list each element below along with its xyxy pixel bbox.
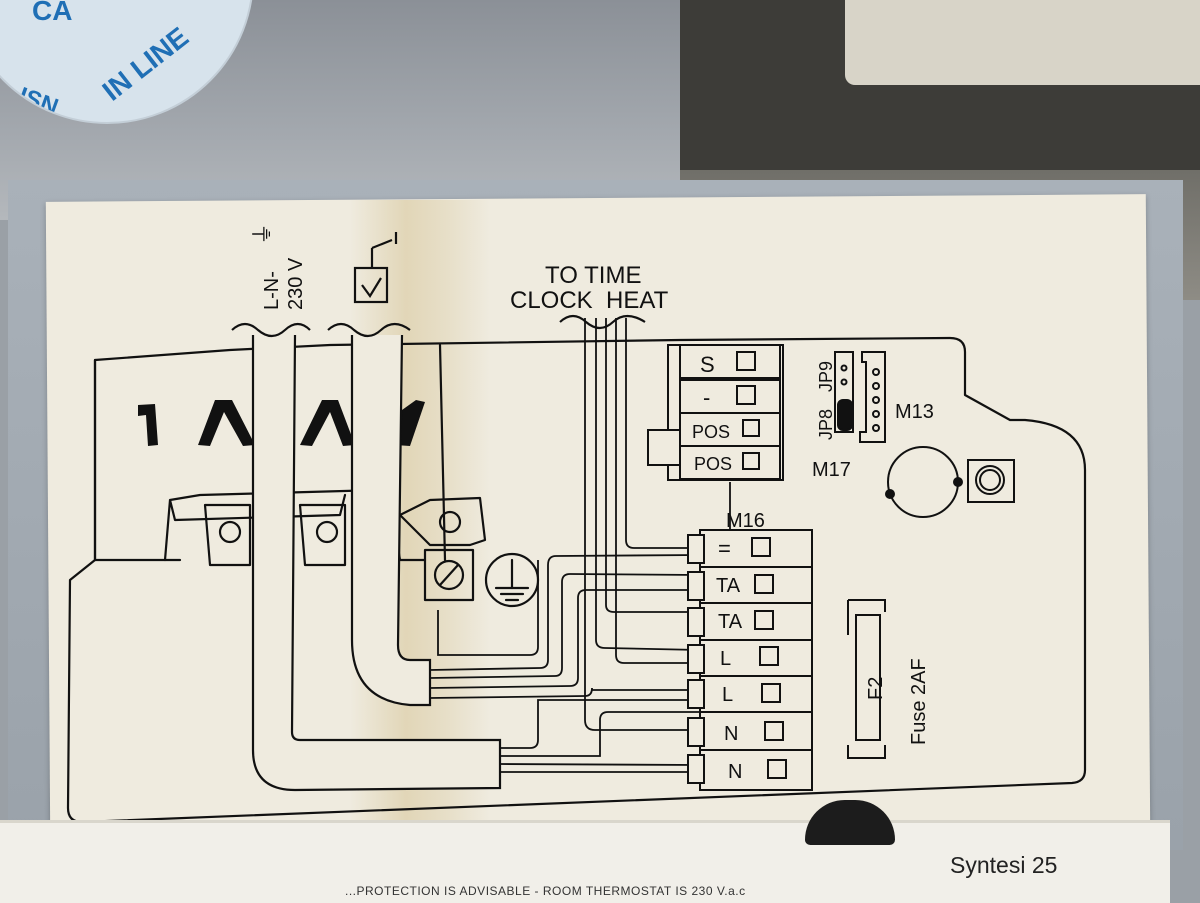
terminal-block-m16: M16 = TA TA L L N N <box>716 510 765 783</box>
terminal-ta-2: TA <box>718 611 743 633</box>
bottom-label <box>0 820 1170 903</box>
model-name: Syntesi 25 <box>950 852 1058 878</box>
earth-mark-icon: ⏚ <box>251 223 276 245</box>
terminal-block-top: S - POS POS <box>692 352 732 474</box>
jumper-jp8-cap <box>837 399 853 431</box>
terminal-l-2: L <box>722 684 733 706</box>
cable-clip-3 <box>300 400 355 446</box>
fuse-holder <box>847 599 886 759</box>
white-bracket <box>845 0 1200 85</box>
terminal-dash: - <box>703 385 710 410</box>
terminal-n-2: N <box>728 761 742 783</box>
terminal-eq: = <box>718 536 731 561</box>
cable-clip-4 <box>395 400 425 446</box>
terminal-pos-2: POS <box>694 454 732 474</box>
cable-clip-2 <box>198 400 255 446</box>
jp9-label: JP9 <box>816 361 836 392</box>
jp8-label: JP8 <box>816 409 836 440</box>
terminal-s: S <box>700 352 715 377</box>
inline-sticker: IN LINE ISN CA <box>0 0 254 124</box>
terminal-ta-1: TA <box>716 575 741 597</box>
thermostat-icon <box>353 266 389 304</box>
sensor-circle <box>887 446 959 518</box>
m17-label: M17 <box>812 459 851 481</box>
earth-block <box>398 496 487 547</box>
power-symbols-label: L-N- <box>261 271 283 310</box>
voltage-label: 230 V <box>285 257 307 310</box>
terminal-pos-1: POS <box>692 422 730 442</box>
reset-button-icon <box>975 465 1005 495</box>
terminal-l-1: L <box>720 648 731 670</box>
warning-text: ...PROTECTION IS ADVISABLE - ROOM THERMO… <box>345 884 746 898</box>
cable-clip-1 <box>138 404 158 446</box>
sticker-text-partial: CA <box>32 0 72 26</box>
fuse-rating-label: Fuse 2AF <box>908 658 930 745</box>
earth-screw-block <box>423 548 475 602</box>
time-clock-line2: CLOCK HEAT <box>510 287 669 314</box>
m13-label: M13 <box>895 401 934 423</box>
thermostat-cable <box>350 334 432 707</box>
fuse-f2-label: F2 <box>865 677 887 700</box>
reset-button-frame <box>967 459 1015 503</box>
m16-label: M16 <box>726 510 765 532</box>
terminal-n-1: N <box>724 723 738 745</box>
power-cable <box>251 334 502 792</box>
time-clock-line1: TO TIME <box>545 262 641 289</box>
